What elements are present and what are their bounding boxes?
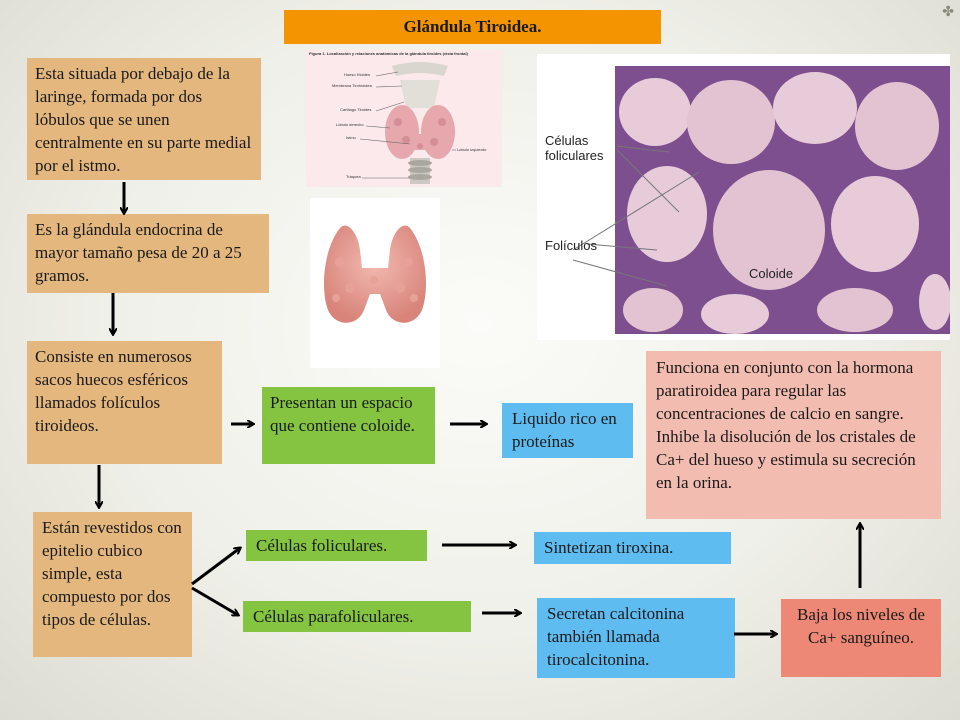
page-title: Glándula Tiroidea.	[284, 10, 661, 44]
histology-label-follicles: Folículos	[545, 238, 598, 253]
corner-ornament-icon: ✤	[942, 5, 954, 20]
secrete-text: Secretan calcitonina también llamada tir…	[547, 604, 685, 669]
thyroid-gland-image	[310, 198, 440, 368]
histology-label-follicular-cells: Células foliculares	[545, 133, 604, 163]
thyroid-histology-image: Células foliculares Folículos Coloide	[537, 54, 950, 340]
lower-calcium-text: Baja los niveles de Ca+ sanguíneo.	[797, 605, 925, 647]
space-text: Presentan un espacio que contiene coloid…	[270, 393, 415, 435]
consists-box: Consiste en numerosos sacos huecos esfér…	[27, 341, 222, 464]
location-text: Esta situada por debajo de la laringe, f…	[35, 64, 252, 175]
liquid-text: Liquido rico en proteínas	[512, 409, 617, 451]
lined-text: Están revestidos con epitelio cubico sim…	[42, 518, 182, 629]
lower-calcium-box: Baja los niveles de Ca+ sanguíneo.	[781, 599, 941, 677]
anatomy-label-trachea: Tráquea	[346, 174, 361, 179]
arrow-lined-to-parafollicular	[191, 586, 238, 615]
anatomy-label-left-lobe: Lóbulo izquierdo	[457, 147, 487, 152]
anatomy-label-hyoid: Hueso Hioides	[344, 72, 371, 77]
thyroid-anatomy-figure: Figura 1. Localización y relaciones anat…	[306, 50, 502, 187]
secrete-box: Secretan calcitonina también llamada tir…	[537, 598, 735, 678]
thyroid-gland-illustration	[324, 225, 426, 323]
synthesize-box: Sintetizan tiroxina.	[534, 532, 731, 564]
parafollicular-cells-box: Células parafoliculares.	[243, 601, 471, 632]
anatomy-caption: Figura 1. Localización y relaciones anat…	[309, 51, 468, 56]
function-box: Funciona en conjunto con la hormona para…	[646, 351, 941, 519]
arrow-lined-to-follicular	[191, 548, 240, 586]
histology-micrograph	[572, 66, 950, 334]
synthesize-text: Sintetizan tiroxina.	[544, 538, 674, 557]
consists-text: Consiste en numerosos sacos huecos esfér…	[35, 347, 192, 435]
anatomy-label-cartilage: Cartílago Tiroides	[340, 107, 372, 112]
histology-label-colloid: Coloide	[749, 266, 794, 281]
size-box: Es la glándula endocrina de mayor tamaño…	[27, 214, 269, 293]
size-text: Es la glándula endocrina de mayor tamaño…	[35, 220, 242, 285]
space-box: Presentan un espacio que contiene coloid…	[262, 387, 435, 464]
function-text: Funciona en conjunto con la hormona para…	[656, 358, 916, 492]
liquid-box: Liquido rico en proteínas	[502, 403, 633, 458]
anatomy-label-right-lobe: Lóbulo derecho	[336, 122, 364, 127]
anatomy-illustration	[359, 62, 456, 184]
lined-box: Están revestidos con epitelio cubico sim…	[33, 512, 192, 657]
follicular-cells-text: Células foliculares.	[256, 536, 388, 555]
parafollicular-cells-text: Células parafoliculares.	[253, 607, 414, 626]
location-box: Esta situada por debajo de la laringe, f…	[27, 58, 261, 180]
anatomy-label-isthmus: Istmo	[346, 135, 356, 140]
anatomy-label-membrane: Membrana Tirohioidea	[332, 83, 372, 88]
follicular-cells-box: Células foliculares.	[246, 530, 427, 561]
